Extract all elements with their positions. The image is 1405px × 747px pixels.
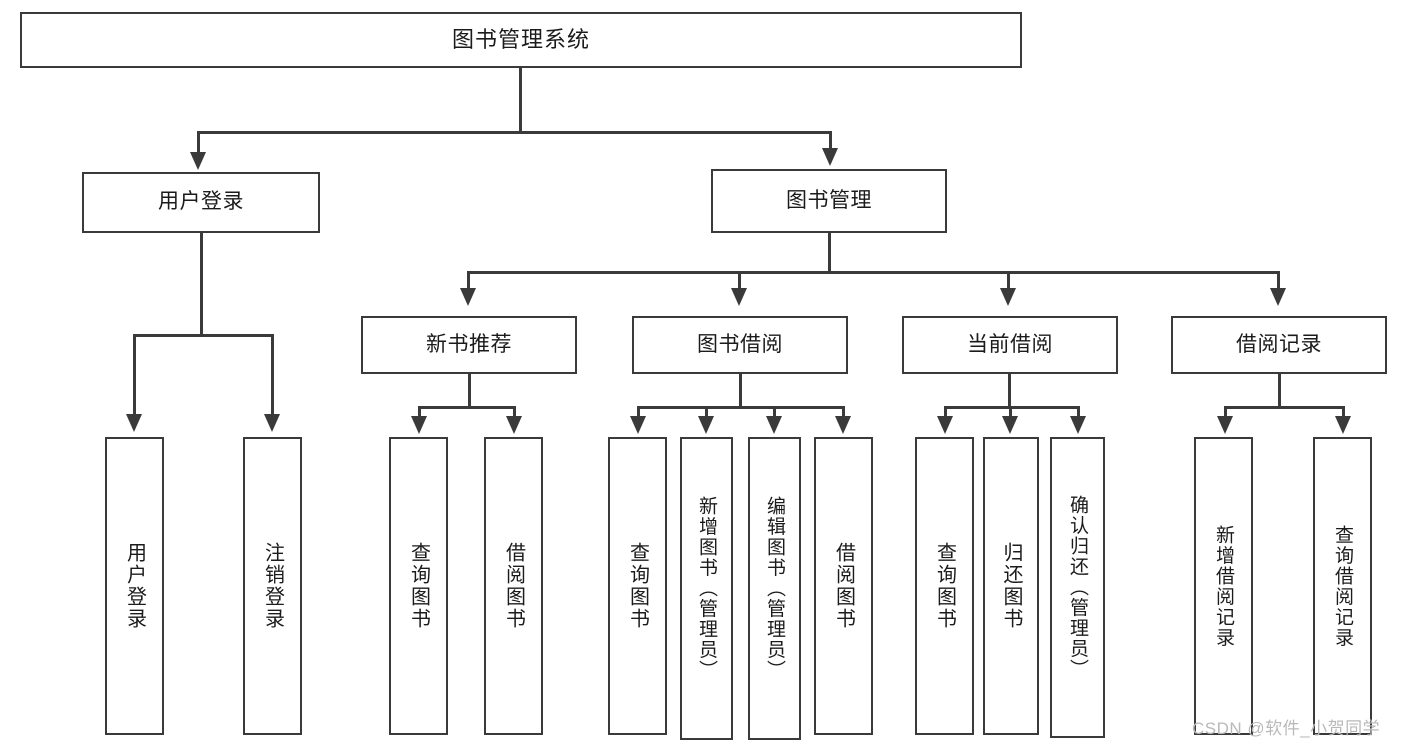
node-label: 查询借阅记录 [1332,524,1353,648]
leaf-current-borrow-query-book[interactable]: 查询图书 [915,437,974,735]
node-book-borrow[interactable]: 图书借阅 [632,316,848,374]
connector-book-management-stem [828,233,831,273]
connector-borrow-record-stem [1278,374,1281,408]
connector-root-to-book-management [829,131,832,158]
connector-user-login-to-leaf-2 [271,334,274,419]
node-root-book-management-system[interactable]: 图书管理系统 [20,12,1022,68]
connector-bm-to-new-book [467,271,470,293]
arrow-bm-to-borrow-record [1270,288,1286,306]
node-book-management[interactable]: 图书管理 [711,169,947,233]
node-label: 查询图书 [933,542,956,630]
node-label: 新增图书（管理员） [696,496,717,681]
arrow-bm-to-new-book [460,288,476,306]
node-label: 图书借阅 [697,332,783,356]
connector-user-login-stem [200,233,203,336]
connector-root-to-user-login [197,131,200,158]
connector-book-management-bus [467,271,1279,274]
node-label: 确认归还（管理员） [1067,495,1088,680]
connector-bb-to-leaf-2 [705,406,708,420]
arrow-user-login-to-leaf-1 [126,414,142,432]
node-current-borrow[interactable]: 当前借阅 [902,316,1118,374]
connector-new-book-to-leaf-2 [513,406,516,420]
connector-current-borrow-stem [1008,374,1011,408]
connector-book-borrow-stem [739,374,742,408]
node-label: 编辑图书（管理员） [764,496,785,681]
connector-root-bus [197,131,832,134]
node-label: 借阅图书 [502,542,525,630]
node-user-login[interactable]: 用户登录 [82,172,320,233]
connector-cb-to-leaf-3 [1077,406,1080,420]
node-label: 查询图书 [626,542,649,630]
connector-borrow-record-bus [1224,406,1344,409]
leaf-new-book-borrow-book[interactable]: 借阅图书 [484,437,543,735]
leaf-current-borrow-confirm-return-admin[interactable]: 确认归还（管理员） [1050,437,1105,738]
node-label: 注销登录 [261,542,284,630]
connector-root-stem [519,68,522,133]
connector-br-to-leaf-1 [1224,406,1227,420]
node-label: 新增借阅记录 [1213,524,1234,648]
connector-br-to-leaf-2 [1342,406,1345,420]
node-label: 用户登录 [123,542,146,630]
node-label: 用户登录 [158,190,244,214]
csdn-watermark: CSDN @软件_小贺同学 [1192,719,1381,738]
arrow-new-book-to-leaf-2 [506,416,522,434]
node-label: 借阅记录 [1236,332,1322,356]
leaf-book-borrow-query-book[interactable]: 查询图书 [608,437,667,735]
node-new-book-recommend[interactable]: 新书推荐 [361,316,577,374]
node-label: 当前借阅 [967,332,1053,356]
arrow-new-book-to-leaf-1 [411,416,427,434]
leaf-user-login-logout[interactable]: 注销登录 [243,437,302,735]
connector-bm-to-book-borrow [738,271,741,293]
connector-bb-to-leaf-3 [773,406,776,420]
arrow-cb-to-leaf-1 [937,416,953,434]
leaf-borrow-record-add-record[interactable]: 新增借阅记录 [1194,437,1253,735]
node-label: 图书管理 [786,188,872,212]
connector-bb-to-leaf-4 [842,406,845,420]
arrow-br-to-leaf-2 [1335,416,1351,434]
node-label: 查询图书 [407,542,430,630]
connector-new-book-bus [418,406,515,409]
arrow-cb-to-leaf-3 [1070,416,1086,434]
leaf-book-borrow-borrow-book[interactable]: 借阅图书 [814,437,873,735]
node-label: 归还图书 [1000,542,1022,630]
connector-current-borrow-bus [944,406,1079,409]
arrow-cb-to-leaf-2 [1002,416,1018,434]
arrow-bm-to-book-borrow [731,288,747,306]
connector-user-login-to-leaf-1 [133,334,136,419]
connector-new-book-to-leaf-1 [418,406,421,420]
node-label: 新书推荐 [426,332,512,356]
arrow-root-to-user-login [190,152,206,170]
connector-bm-to-borrow-record [1277,271,1280,293]
connector-bm-to-current-borrow [1007,271,1010,293]
arrow-bb-to-leaf-3 [766,416,782,434]
connector-cb-to-leaf-1 [944,406,947,420]
leaf-borrow-record-query-record[interactable]: 查询借阅记录 [1313,437,1372,735]
arrow-user-login-to-leaf-2 [264,414,280,432]
connector-new-book-stem [468,374,471,408]
node-label: 图书管理系统 [451,27,590,53]
node-label: 借阅图书 [832,542,855,630]
arrow-bm-to-current-borrow [1000,288,1016,306]
connector-book-borrow-bus [637,406,844,409]
leaf-user-login-login[interactable]: 用户登录 [105,437,164,735]
connector-bb-to-leaf-1 [637,406,640,420]
leaf-book-borrow-add-book-admin[interactable]: 新增图书（管理员） [680,437,733,740]
arrow-bb-to-leaf-1 [630,416,646,434]
arrow-bb-to-leaf-4 [835,416,851,434]
node-borrow-record[interactable]: 借阅记录 [1171,316,1387,374]
arrow-br-to-leaf-1 [1217,416,1233,434]
leaf-new-book-query-book[interactable]: 查询图书 [389,437,448,735]
leaf-current-borrow-return-book[interactable]: 归还图书 [983,437,1039,735]
connector-user-login-bus [133,334,273,337]
arrow-root-to-book-management [822,148,838,166]
arrow-bb-to-leaf-2 [698,416,714,434]
leaf-book-borrow-edit-book-admin[interactable]: 编辑图书（管理员） [748,437,801,740]
connector-cb-to-leaf-2 [1009,406,1012,420]
